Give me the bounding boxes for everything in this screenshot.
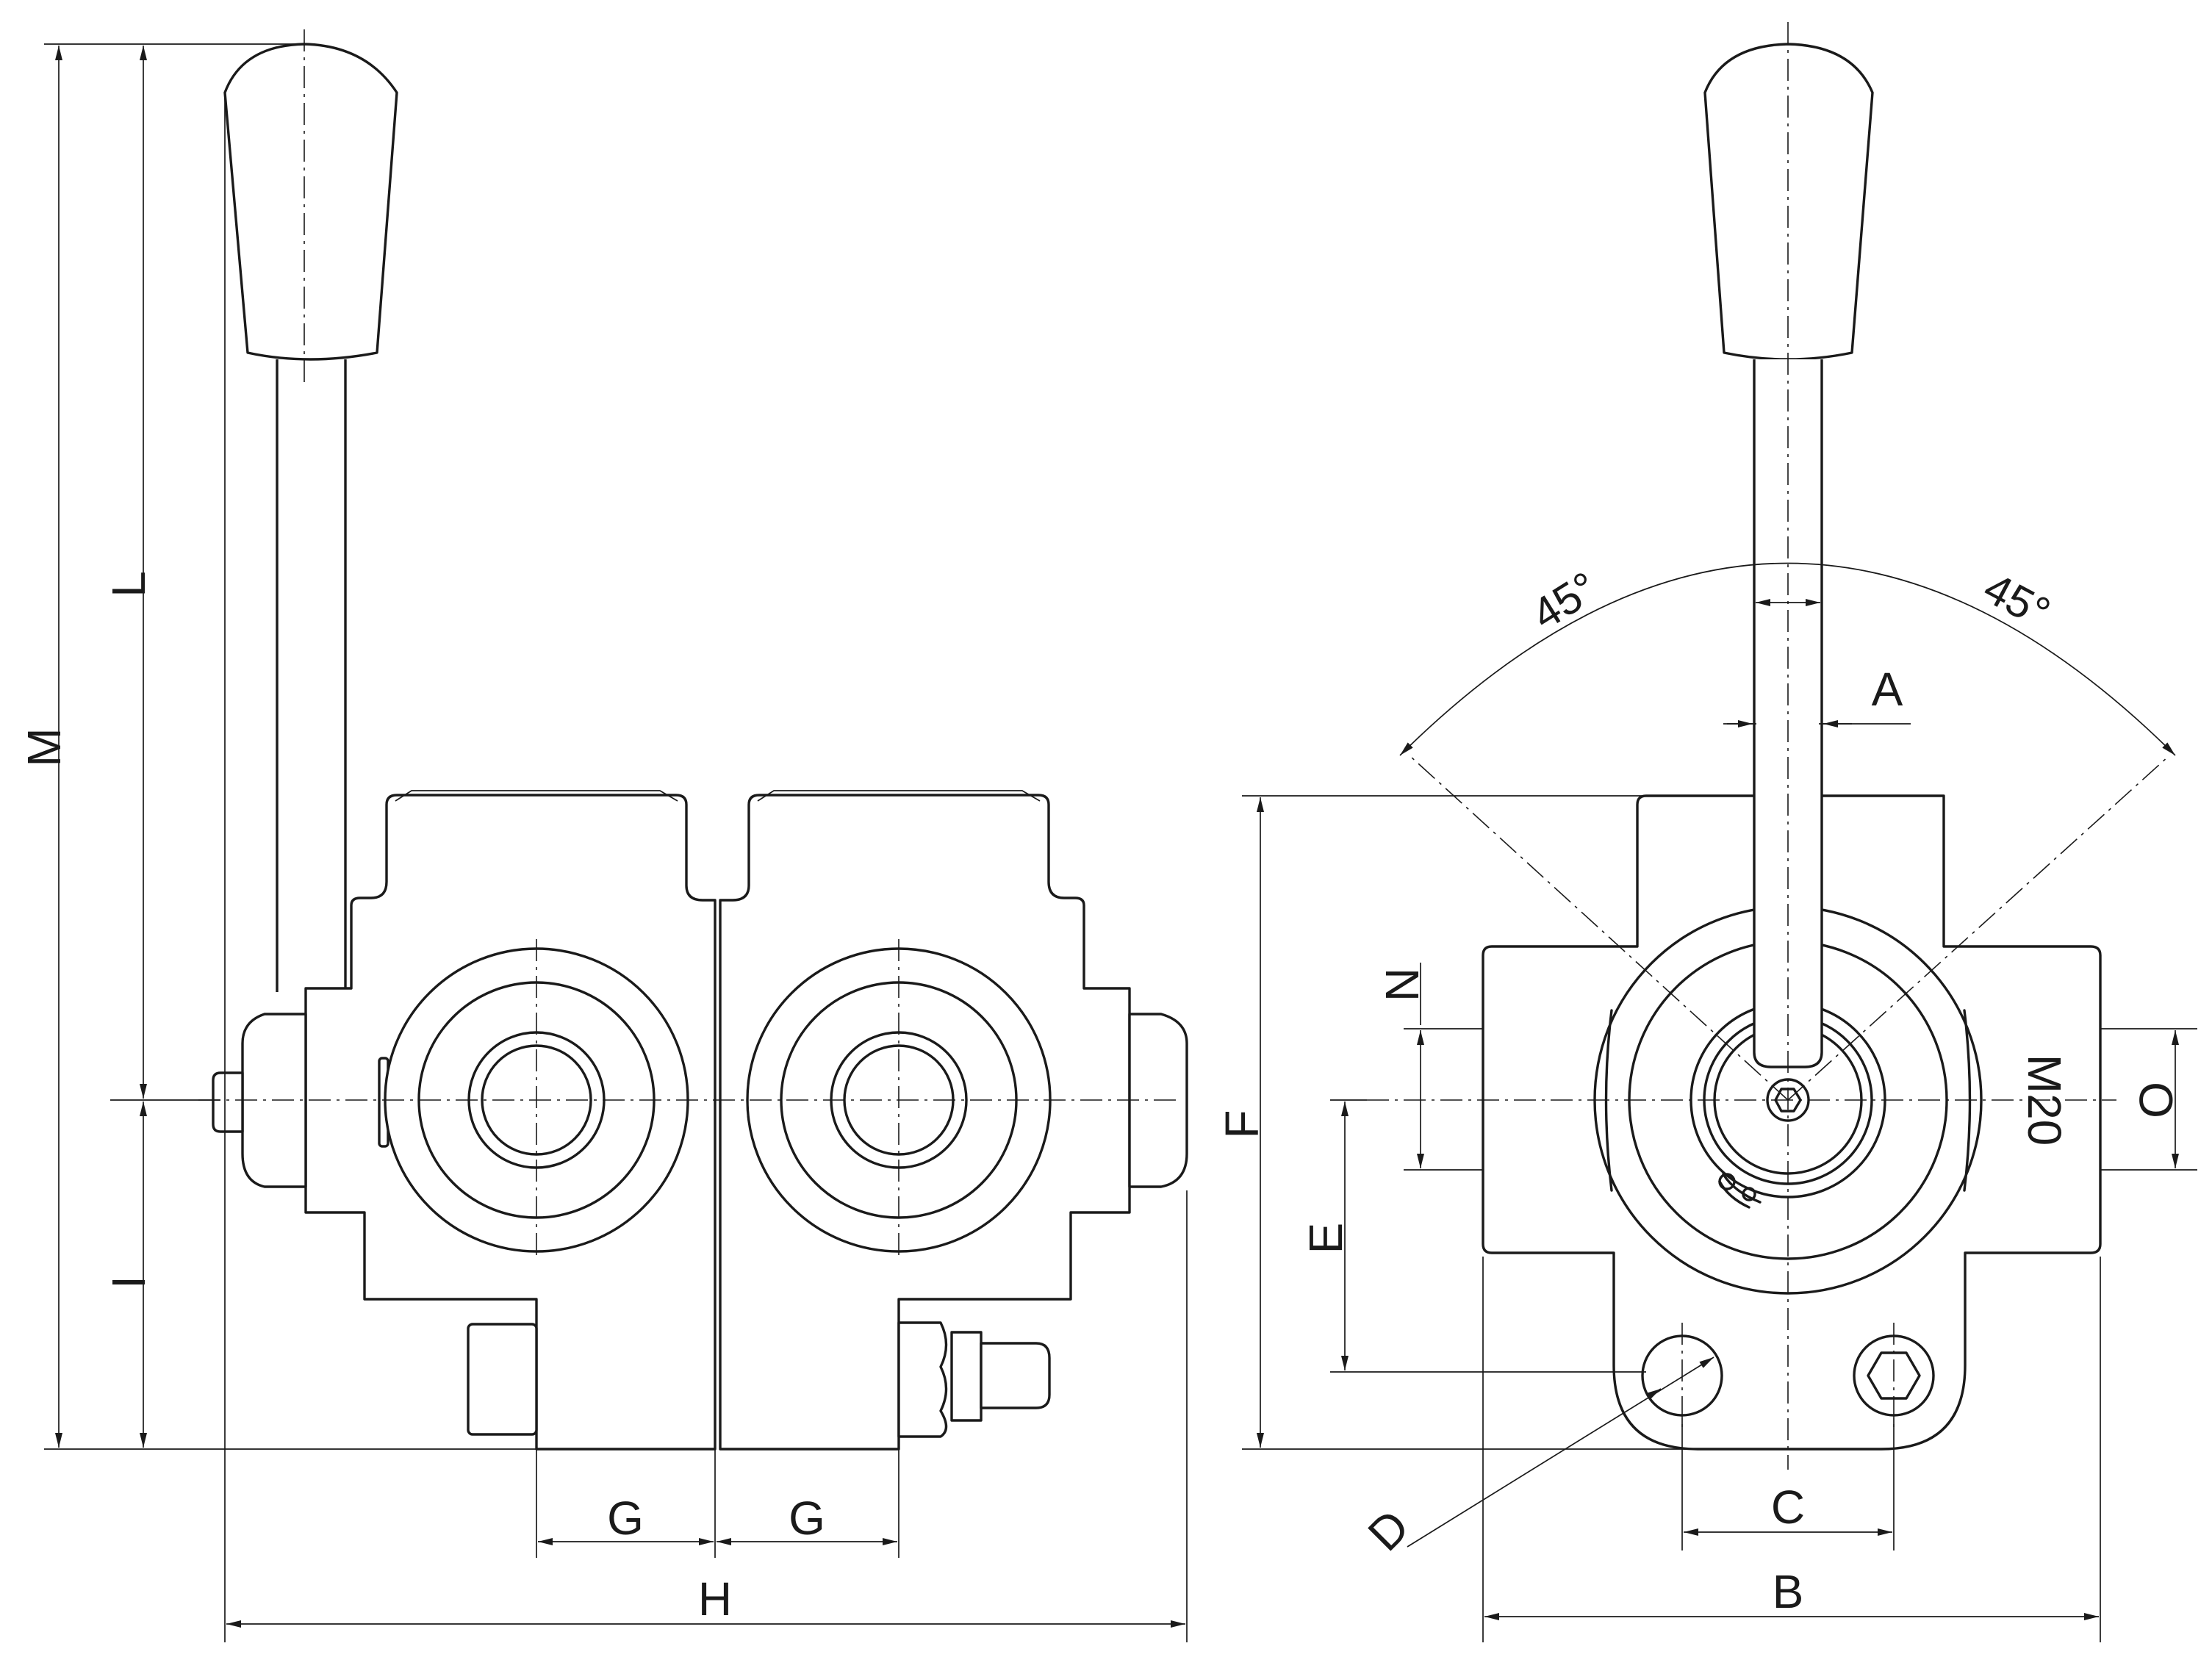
adjusting-pin	[980, 1342, 1051, 1409]
dim-label-a: A	[1872, 663, 1903, 716]
dim-label-b: B	[1773, 1565, 1804, 1618]
dim-label-i: I	[102, 1276, 155, 1289]
lever-knob-right	[1703, 43, 1874, 361]
dim-label-g-right: G	[789, 1492, 825, 1545]
bottom-block-left	[467, 1323, 538, 1436]
dim-label-m: M	[18, 727, 71, 766]
dim-label-l: L	[102, 571, 155, 597]
thread-marking-m20: M20	[2018, 1054, 2071, 1146]
dim-label-e: E	[1299, 1223, 1352, 1254]
dim-label-n: N	[1376, 968, 1429, 1002]
angle-label-left: 45°	[1523, 562, 1606, 639]
dim-label-g-left: G	[607, 1492, 644, 1545]
right-view: 45° 45° A F E N O C B D M20	[1215, 22, 2197, 1642]
dim-label-h: H	[698, 1573, 732, 1625]
lever-rod-left	[276, 359, 347, 992]
dim-label-c: C	[1771, 1481, 1805, 1534]
dim-label-f: F	[1215, 1110, 1268, 1138]
left-view: M L I G G H	[18, 29, 1188, 1642]
hex-bolt-head	[1867, 1351, 1921, 1400]
dim-label-o: O	[2130, 1082, 2183, 1118]
lever-knob-left	[223, 43, 398, 361]
angle-label-right: 45°	[1976, 563, 2058, 638]
nut-washer	[950, 1331, 983, 1422]
dim-label-d: D	[1358, 1500, 1420, 1562]
adjusting-nut	[897, 1321, 948, 1438]
